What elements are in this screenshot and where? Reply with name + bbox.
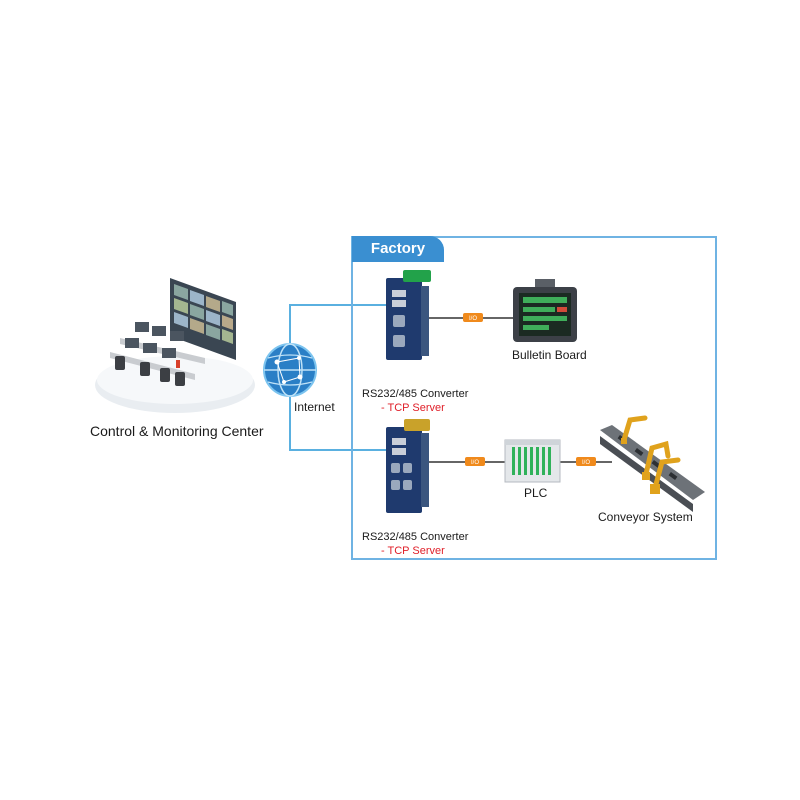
factory-title: Factory bbox=[352, 236, 444, 262]
factory-frame bbox=[351, 236, 717, 560]
io-tag: I/O bbox=[576, 457, 596, 466]
serial-converter-icon bbox=[386, 419, 430, 513]
serial-converter-icon bbox=[386, 270, 431, 360]
internet-label: Internet bbox=[294, 400, 335, 414]
converter-bottom-sublabel: - TCP Server bbox=[381, 545, 445, 557]
io-tag: I/O bbox=[463, 313, 483, 322]
io-tags: I/O I/O I/O bbox=[463, 313, 596, 466]
control-room-icon bbox=[95, 278, 255, 413]
plc-rack-icon bbox=[504, 439, 561, 483]
control-center-label: Control & Monitoring Center bbox=[90, 423, 264, 439]
converter-top-sublabel: - TCP Server bbox=[381, 402, 445, 414]
link-internet-converter-bottom bbox=[289, 392, 386, 451]
svg-text:I/O: I/O bbox=[582, 460, 590, 466]
globe-icon bbox=[263, 343, 317, 397]
svg-text:I/O: I/O bbox=[471, 460, 479, 466]
conveyor-robot-icon bbox=[600, 415, 705, 512]
converter-bottom-label: RS232/485 Converter bbox=[362, 531, 469, 543]
io-tag: I/O bbox=[465, 457, 485, 466]
converter-top-label: RS232/485 Converter bbox=[362, 388, 469, 400]
conveyor-label: Conveyor System bbox=[598, 510, 693, 524]
bulletin-board-label: Bulletin Board bbox=[512, 348, 587, 362]
plc-label: PLC bbox=[524, 486, 548, 500]
svg-text:I/O: I/O bbox=[469, 316, 477, 322]
display-panel-icon bbox=[513, 279, 577, 342]
